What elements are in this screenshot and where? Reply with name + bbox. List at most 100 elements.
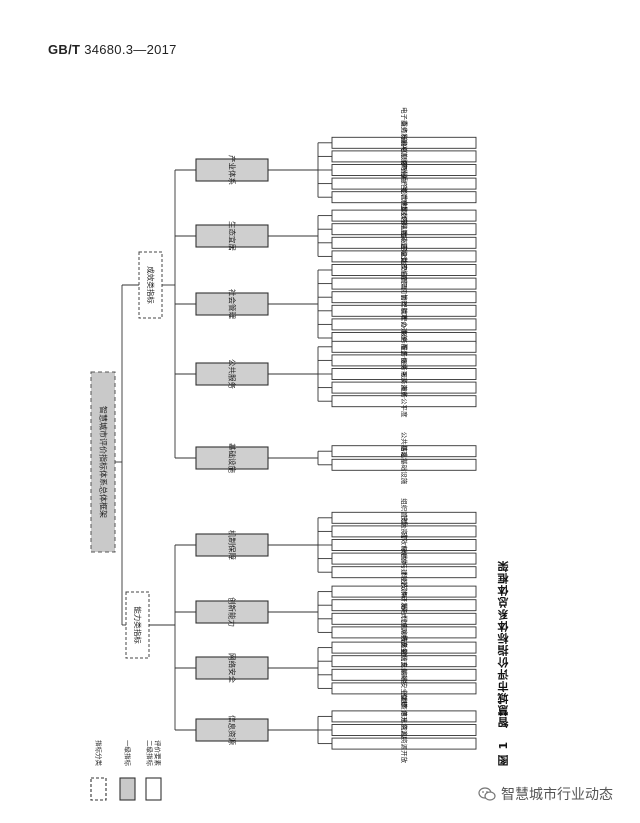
element-box-0-0-2 (331, 164, 477, 176)
watermark-text: 智慧城市行业动态 (501, 787, 613, 803)
element-label-0-3-1: 服务便捷度 (400, 344, 409, 377)
legend-label-level1-0: 一级指标 (124, 740, 133, 767)
element-box-1-1-2 (331, 612, 477, 625)
indicator-label-1-1: 创新能力 (228, 597, 238, 627)
element-box-1-3-0 (331, 710, 477, 723)
element-label-0-1-1: 社区信息服务水平 (400, 203, 409, 256)
element-label-0-1-0: 生活质量数字化程度 (400, 186, 409, 245)
indicator-box-1-1 (195, 600, 269, 624)
element-label-0-3-2: 服务可及度 (400, 358, 409, 391)
element-box-1-1-3 (331, 626, 477, 639)
indicator-label-1-0: 机制保障 (228, 530, 238, 560)
element-box-1-0-1 (331, 525, 477, 538)
element-label-0-3-3: 服务满意度 (400, 371, 409, 404)
element-label-0-2-2: 跨部门协同程度 (400, 274, 409, 320)
element-label-0-1-2: 环境污染监测能力 (400, 217, 409, 269)
element-label-0-0-2: 新兴信息产业发展能力 (400, 138, 409, 203)
category-label-1: 能力类指标 (133, 606, 143, 644)
category-label-0: 成效类指标 (146, 266, 156, 304)
element-label-0-4-1: 信息基础设施 (400, 445, 409, 485)
element-label-1-3-1: 信息资源共享 (400, 711, 409, 751)
element-box-0-1-1 (331, 223, 477, 236)
element-label-1-1-2: 模式创新 (400, 606, 409, 633)
element-label-1-2-2: 关键信息基础设施保护 (400, 642, 409, 707)
element-label-1-1-1: 技术研发与创新 (400, 582, 409, 628)
element-label-0-2-0: 应急处理能力水平 (400, 244, 409, 297)
element-box-1-3-1 (331, 724, 477, 736)
element-label-1-0-4: 规划与建设方案 (400, 549, 409, 595)
indicator-label-0-3: 公共服务 (228, 359, 238, 389)
element-label-0-2-4: 管理公开度 (400, 308, 409, 341)
standard-year: 34680.3—2017 (84, 42, 177, 57)
indicator-box-0-3 (195, 362, 269, 386)
indicator-label-0-0: 产业体系 (228, 155, 238, 185)
figure-title: 智慧城市评价指标体系总体框架 (497, 560, 510, 728)
element-label-1-3-2: 信息资源开放 (400, 724, 409, 764)
element-label-1-0-3: 标准体系 (400, 546, 409, 573)
standard-number: GB/T 34680.3—2017 (48, 42, 177, 57)
wechat-icon (478, 787, 496, 801)
element-box-0-2-5 (331, 332, 477, 344)
element-label-0-0-3: 两化融合水平 (400, 164, 409, 204)
element-label-0-0-0: 电子商务发展与应用成效 (400, 107, 409, 179)
legend-label-level2-1: 评价要素 (154, 740, 163, 767)
indicator-label-0-2: 社会管理 (228, 289, 238, 319)
element-label-1-0-1: 投融资机制 (400, 515, 409, 548)
element-box-0-3-0 (331, 340, 477, 353)
indicator-box-0-0 (195, 158, 269, 182)
indicator-label-0-1: 生态宜居 (228, 221, 238, 251)
element-box-1-2-0 (331, 641, 477, 654)
root-label: 智慧城市评价指标体系总体框架 (99, 406, 109, 518)
element-box-0-3-1 (331, 354, 477, 367)
element-label-0-2-5: 办事便捷度 (400, 322, 409, 355)
element-label-1-2-0: 网络安全保障 (400, 628, 409, 668)
indicator-box-1-2 (195, 656, 269, 680)
legend-label-level2-0: 二级指标 (146, 740, 155, 767)
element-box-0-3-4 (331, 395, 477, 408)
element-box-1-3-2 (331, 737, 477, 750)
element-box-1-2-1 (331, 655, 477, 668)
element-box-1-0-3 (331, 552, 477, 565)
element-label-1-2-1: 信息系统安全可控 (400, 635, 409, 688)
indicator-label-0-4: 基础设施 (228, 443, 238, 473)
element-box-0-4-0 (331, 445, 477, 458)
figure-number: 图 1 (497, 740, 510, 767)
element-box-0-1-2 (331, 236, 477, 249)
element-box-0-0-4 (331, 191, 477, 204)
indicator-box-0-1 (195, 224, 269, 248)
legend-swatch-title (90, 777, 107, 801)
element-label-0-0-1: 重点行业信息化发展水平 (400, 121, 409, 193)
element-box-1-2-2 (331, 668, 477, 681)
indicator-label-1-2: 网络安全 (228, 653, 238, 683)
element-label-0-0-4: 农业生产经营信息化水平 (400, 161, 409, 233)
element-box-0-2-2 (331, 291, 477, 304)
element-box-1-0-2 (331, 539, 477, 551)
indicator-box-1-0 (195, 533, 269, 557)
element-box-1-0-0 (331, 511, 477, 524)
category-box-0 (138, 251, 163, 319)
element-label-0-4-0: 公共基础设施 (400, 432, 409, 472)
element-box-0-4-1 (331, 458, 477, 471)
element-label-1-1-0: 科技成果转化 (400, 572, 409, 612)
indicator-box-0-2 (195, 292, 269, 316)
element-box-0-3-3 (331, 381, 477, 394)
element-label-1-0-0: 组织管理机制 (400, 498, 409, 538)
element-box-0-3-2 (331, 368, 477, 380)
legend-swatch-level2 (145, 777, 162, 801)
element-box-1-2-3 (331, 682, 477, 695)
element-label-0-2-1: 公共安全管理能力水平 (400, 251, 409, 317)
watermark: 智慧城市行业动态 (478, 784, 613, 804)
root-box (90, 371, 116, 553)
element-box-0-0-0 (331, 136, 477, 149)
element-box-0-0-3 (331, 177, 477, 190)
element-label-0-1-3: 生态环境宜居程度 (400, 230, 409, 283)
indicator-box-0-4 (195, 446, 269, 470)
element-label-1-3-0: 信息资源开发利用 (400, 690, 409, 742)
standard-code: GB/T (48, 42, 81, 57)
indicator-label-1-3: 信息资源 (228, 715, 238, 745)
element-box-1-0-4 (331, 566, 477, 579)
category-box-1 (125, 591, 150, 659)
element-box-0-1-0 (331, 209, 477, 222)
element-label-1-2-3: 网络安全管理 (400, 669, 409, 709)
element-box-0-2-0 (331, 264, 477, 276)
